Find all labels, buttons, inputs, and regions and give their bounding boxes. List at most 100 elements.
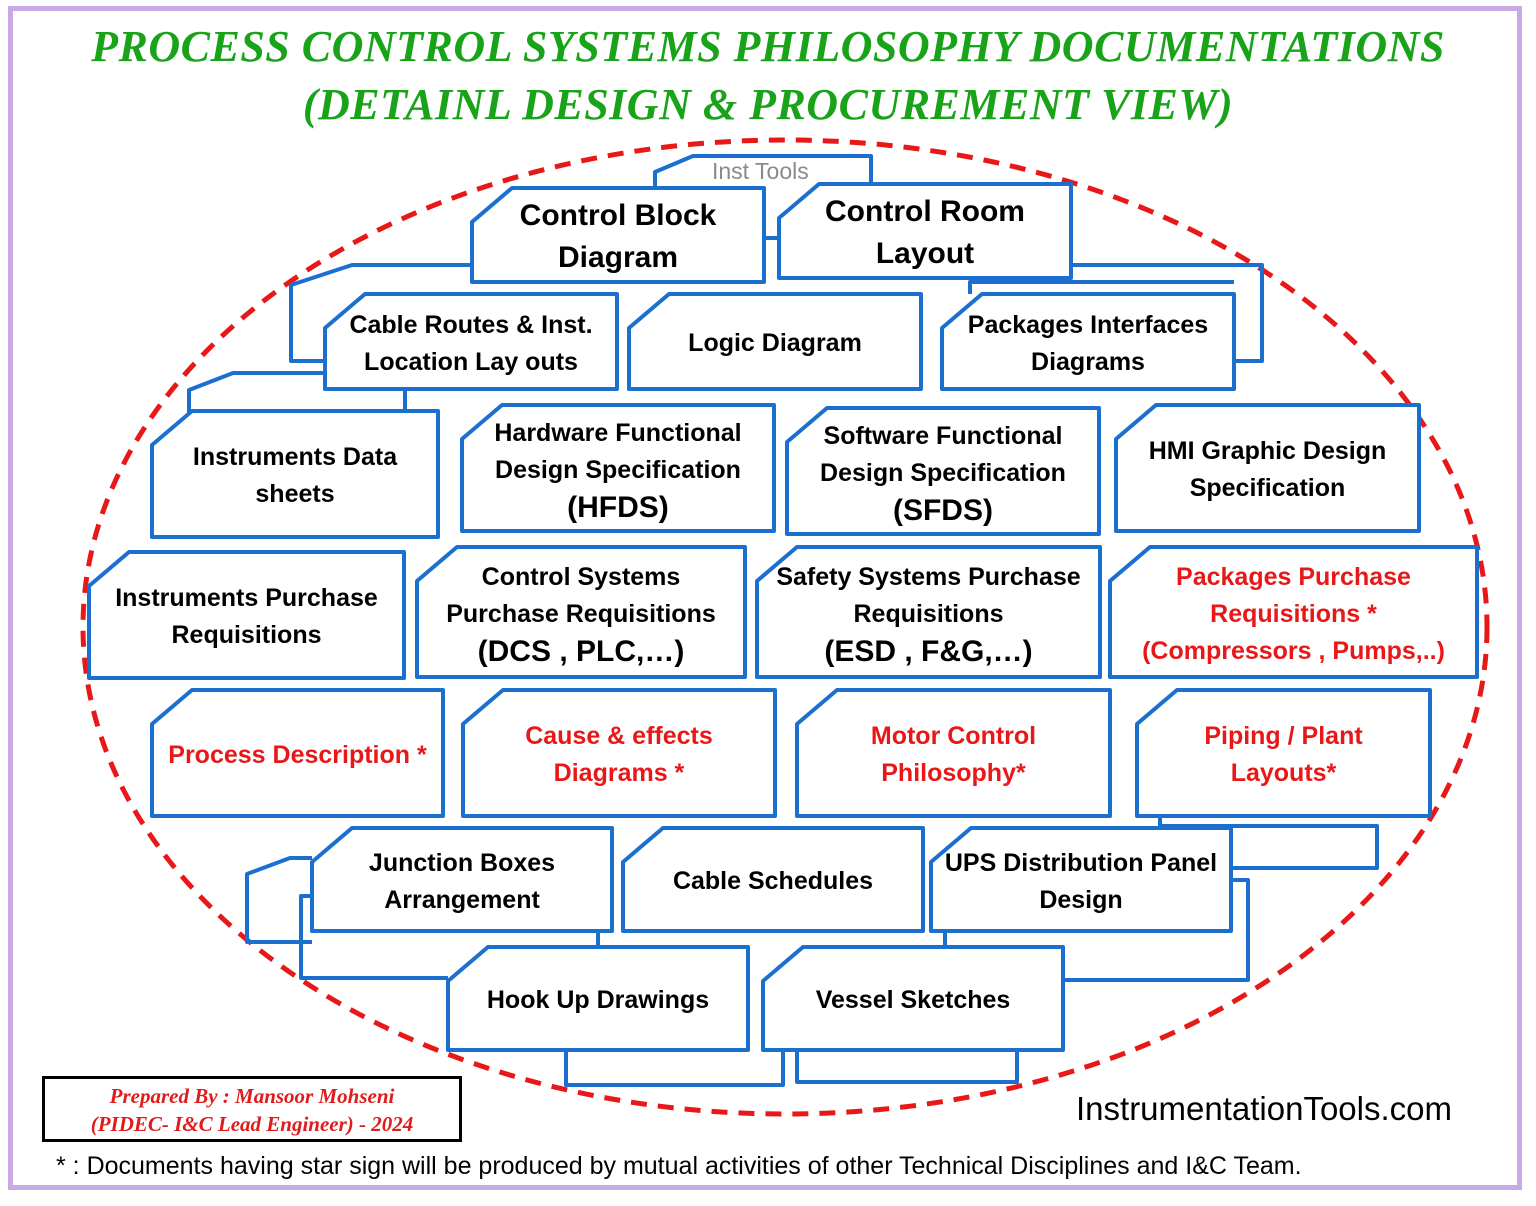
doc-line: (Compressors , Pumps,..) (1142, 636, 1445, 665)
back-sheet-4 (968, 280, 1234, 294)
doc-logic-diagram-text: Logic Diagram (688, 325, 862, 362)
back-sheet-11 (1063, 878, 1250, 982)
doc-line: Specification (1189, 474, 1346, 502)
doc-tag: (DCS , PLC,…) (477, 634, 685, 668)
doc-line: UPS Distribution Panel (944, 848, 1218, 877)
process-description-outline (150, 688, 445, 818)
doc-line: Design (1039, 885, 1123, 914)
doc-line: Vessel Sketches (815, 986, 1011, 1014)
doc-line: Cause & effects (525, 722, 713, 750)
doc-line: Instruments Data (192, 443, 398, 471)
back-sheet-5 (187, 371, 325, 418)
author-role: (PIDEC- I&C Lead Engineer) - 2024 (90, 1112, 414, 1136)
doc-line: Arrangement (384, 885, 540, 914)
instruments-pr-outline (87, 550, 406, 680)
doc-line: Philosophy* (881, 759, 1026, 787)
doc-line: Hardware Functional (494, 418, 742, 447)
doc-cable-schedules-text: Cable Schedules (673, 863, 873, 900)
logic-diagram-outline (627, 292, 923, 391)
doc-line: Instruments Purchase (115, 584, 378, 612)
piping-plant-outline (1135, 688, 1432, 818)
vessel-sketches-outline (761, 945, 1065, 1052)
doc-hook-up-drawings-text: Hook Up Drawings (487, 982, 709, 1019)
doc-line: Control Room (825, 195, 1025, 228)
doc-process-description: Process Description * (152, 694, 443, 816)
doc-vessel-sketches: Vessel Sketches (763, 951, 1063, 1050)
cause-effects-outline (461, 688, 777, 818)
doc-line: Control Systems (481, 562, 681, 591)
packages-pr-outline (1108, 545, 1479, 679)
motor-control-outline (795, 688, 1112, 818)
scope-ellipse (80, 137, 1490, 1117)
doc-line: Requisitions * (1210, 599, 1377, 628)
doc-line: Diagram (557, 241, 679, 274)
doc-tag: (HFDS) (567, 490, 669, 524)
page-frame (8, 6, 1522, 1190)
back-sheet-1 (653, 154, 873, 186)
doc-line: Process Description * (168, 740, 427, 769)
doc-line: Diagrams (1031, 347, 1145, 376)
author-name: Prepared By : Mansoor Mohseni (109, 1084, 395, 1108)
doc-tag: (SFDS) (892, 493, 993, 527)
doc-cable-routes: Cable Routes & Inst. Location Lay outs (325, 298, 617, 389)
doc-line: Design Specification (820, 458, 1066, 487)
cable-routes-outline (323, 292, 619, 391)
title-line-2: (DETAINL DESIGN & PROCUREMENT VIEW) (302, 80, 1234, 129)
doc-line: Junction Boxes (368, 848, 556, 877)
doc-line: Cable Routes & Inst. (349, 310, 593, 339)
back-sheet-2 (289, 263, 472, 363)
back-sheet-9 (299, 894, 448, 980)
back-sheet-8 (245, 856, 312, 944)
doc-line: Location Lay outs (364, 347, 578, 376)
doc-line: Layouts* (1230, 759, 1337, 787)
control-room-layout-outline (777, 182, 1073, 280)
hook-up-drawings-outline (446, 945, 750, 1052)
doc-instruments-data-sheets: Instruments Data sheets (152, 415, 438, 537)
doc-hook-up-drawings: Hook Up Drawings (448, 951, 748, 1050)
doc-tag: (ESD , F&G,…) (824, 634, 1033, 668)
title-line-1: PROCESS CONTROL SYSTEMS PHILOSOPHY DOCUM… (91, 22, 1445, 71)
doc-line: sheets (255, 480, 335, 508)
doc-line: Hook Up Drawings (486, 986, 710, 1014)
doc-line: Requisitions (853, 599, 1004, 628)
doc-line: Packages Purchase (1176, 562, 1411, 591)
back-sheet-14 (795, 1050, 1019, 1084)
sfds-outline (785, 406, 1101, 536)
doc-line: Logic Diagram (688, 329, 862, 357)
doc-line: Diagrams * (553, 759, 685, 787)
doc-line: Packages Interfaces (967, 310, 1209, 339)
doc-line: Control Block (519, 199, 717, 232)
doc-instruments-data-sheets-text: Instruments Data sheets (193, 439, 397, 513)
control-block-diagram-outline (470, 186, 766, 284)
safety-systems-pr-outline (755, 545, 1102, 679)
doc-line: HMI Graphic Design (1148, 437, 1387, 465)
doc-logic-diagram: Logic Diagram (629, 298, 921, 389)
back-sheet-7 (1158, 816, 1379, 870)
doc-line: Requisitions (171, 621, 322, 649)
doc-cable-routes-text: Cable Routes & Inst. Location Lay outs (349, 307, 592, 381)
